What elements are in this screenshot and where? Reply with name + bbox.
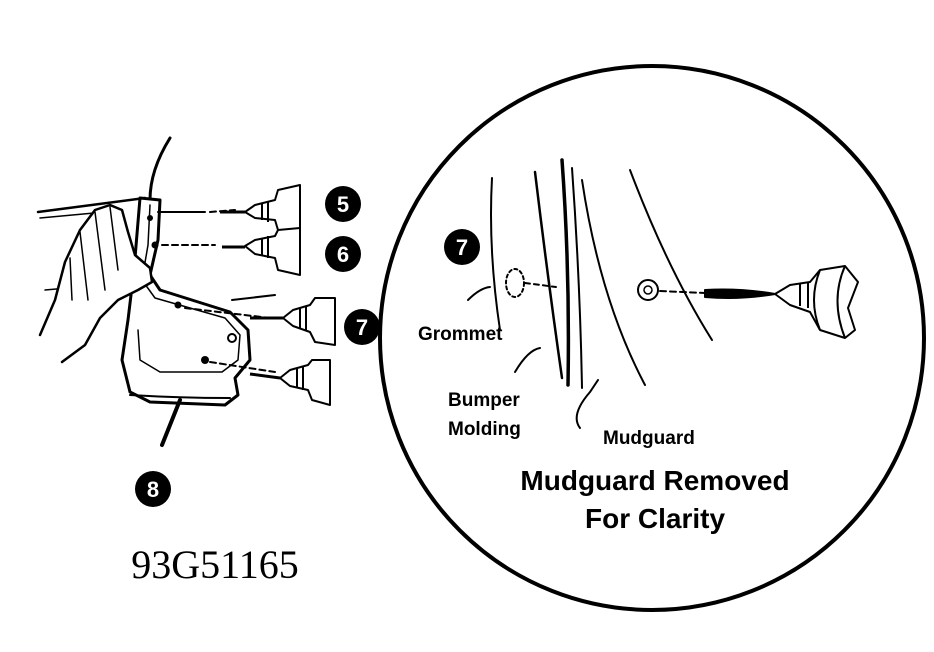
detail-circle bbox=[378, 64, 926, 612]
callout-6-number: 6 bbox=[337, 242, 349, 267]
callout-5-number: 5 bbox=[337, 192, 349, 217]
drill-5 bbox=[220, 184, 301, 236]
reference-code: 93G51165 bbox=[131, 542, 298, 587]
drill-8 bbox=[249, 359, 331, 406]
grommet-label: Grommet bbox=[418, 324, 503, 345]
mudguard-label: Mudguard bbox=[603, 428, 695, 449]
mudguard-outline bbox=[120, 196, 252, 407]
callout-6: 6 bbox=[325, 236, 361, 272]
body-line bbox=[36, 196, 147, 214]
mudguard-hole bbox=[637, 279, 659, 301]
callout-7-detail-number: 7 bbox=[456, 235, 468, 260]
callout-5: 5 bbox=[325, 186, 361, 222]
bumper-molding-label-line2: Molding bbox=[448, 419, 521, 440]
callout-7-left: 7 bbox=[344, 309, 380, 345]
hole-7 bbox=[174, 301, 182, 309]
hole-8 bbox=[201, 356, 209, 364]
detail-view bbox=[378, 64, 926, 612]
hole-5 bbox=[147, 215, 153, 221]
callout-7-detail: 7 bbox=[444, 229, 480, 265]
callout-8-number: 8 bbox=[147, 477, 159, 502]
bumper-molding-label-line1: Bumper bbox=[448, 390, 520, 411]
detail-drill bbox=[704, 265, 859, 339]
left-view bbox=[36, 136, 276, 447]
drill-tools bbox=[220, 184, 336, 406]
wheel-arch bbox=[148, 136, 172, 202]
hand bbox=[38, 203, 154, 364]
caption-line1: Mudguard Removed bbox=[520, 465, 789, 496]
callout-8: 8 bbox=[135, 471, 171, 507]
hole-6 bbox=[151, 241, 159, 249]
drill-6 bbox=[222, 227, 301, 276]
caption-line2: For Clarity bbox=[585, 503, 725, 534]
callout-7-left-number: 7 bbox=[356, 315, 368, 340]
drill-7 bbox=[250, 297, 336, 346]
